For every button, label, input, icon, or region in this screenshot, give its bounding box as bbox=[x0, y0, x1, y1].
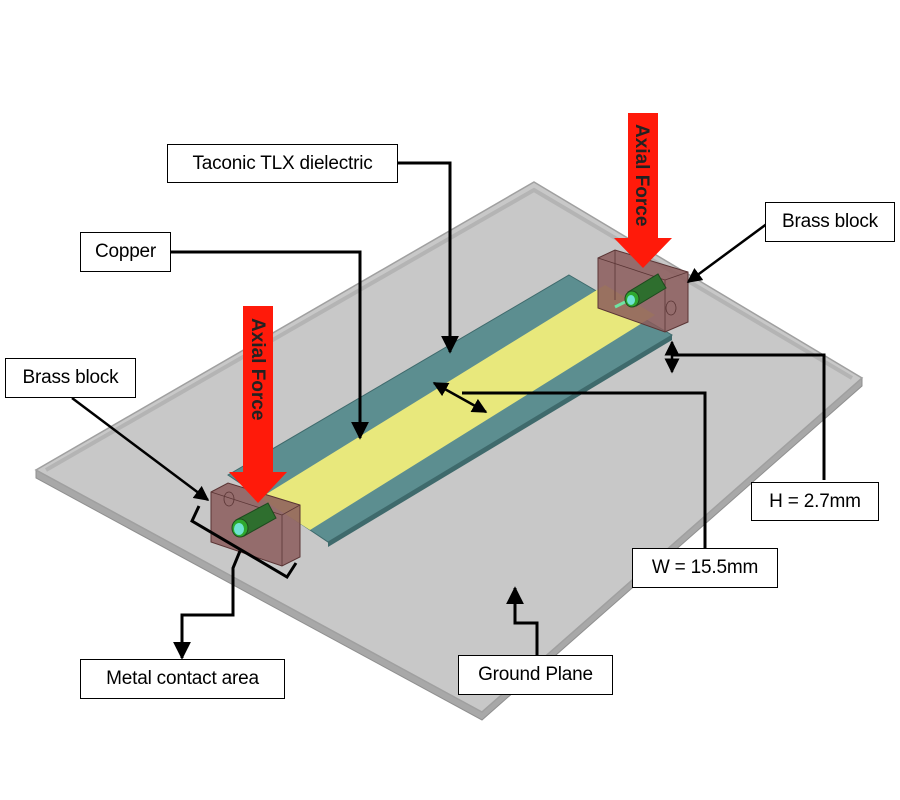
leader-height bbox=[672, 353, 826, 480]
axial-force-label-right: Axial Force bbox=[631, 124, 652, 226]
label-height: H = 2.7mm bbox=[751, 482, 879, 521]
axial-force-label-left: Axial Force bbox=[247, 318, 268, 420]
connector-left bbox=[231, 502, 277, 538]
label-brass-block-left: Brass block bbox=[5, 358, 136, 398]
axial-force-arrow-left: Axial Force bbox=[229, 306, 287, 503]
leader-ground-plane bbox=[506, 586, 539, 657]
leader-dielectric bbox=[398, 161, 459, 354]
leader-contact-area bbox=[173, 550, 242, 660]
leader-copper bbox=[170, 250, 369, 440]
ground-plane-rim bbox=[45, 187, 854, 472]
contact-area-bracket bbox=[190, 505, 298, 580]
label-copper: Copper bbox=[80, 232, 171, 272]
label-metal-contact-area: Metal contact area bbox=[80, 659, 285, 699]
leader-brass-left bbox=[71, 397, 210, 501]
brass-block-right bbox=[597, 249, 689, 333]
label-ground-plane: Ground Plane bbox=[458, 655, 613, 695]
label-brass-block-right: Brass block bbox=[765, 202, 895, 242]
dielectric-edge bbox=[328, 335, 672, 547]
axial-force-arrow-right: Axial Force bbox=[614, 113, 672, 268]
connector-right bbox=[614, 273, 667, 309]
label-width: W = 15.5mm bbox=[632, 548, 778, 588]
width-dimension-arrow bbox=[432, 381, 488, 414]
leader-lines bbox=[71, 161, 826, 660]
label-dielectric: Taconic TLX dielectric bbox=[167, 144, 398, 183]
leader-brass-right bbox=[686, 221, 769, 284]
leader-width bbox=[462, 391, 707, 548]
